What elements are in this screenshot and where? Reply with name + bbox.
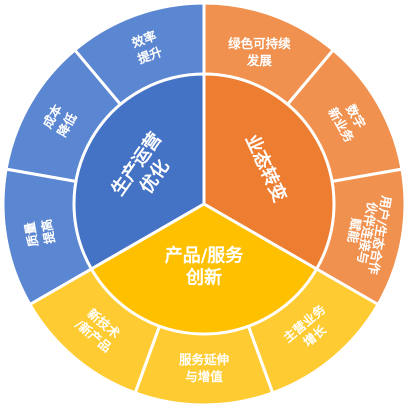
- outer-label-transformation: 绿色可持续发展: [228, 36, 291, 68]
- outer-label-transformation-line: 发展: [246, 53, 273, 68]
- outer-label-innovation: 服务延伸与增值: [179, 352, 229, 384]
- outer-label-operations-line: 提高: [39, 218, 58, 245]
- outer-label-operations-line: 质量: [22, 220, 41, 248]
- inner-segment-transformation: [202, 72, 336, 271]
- outer-label-transformation-line: 绿色可持续: [228, 36, 291, 51]
- outer-label-innovation-line: 服务延伸: [179, 352, 229, 367]
- inner-ring: [72, 72, 336, 336]
- outer-label-innovation-line: 与增值: [185, 369, 223, 384]
- outer-label-operations: 质量提高: [22, 217, 58, 248]
- outer-label-transformation-line: 赋能: [345, 217, 364, 245]
- inner-label-innovation: 产品/服务创新: [165, 244, 245, 288]
- inner-label-innovation-line: 创新: [185, 266, 222, 288]
- inner-label-innovation-line: 产品/服务: [165, 244, 245, 266]
- labels: 生产运营优化业态转变产品/服务创新效率提升成本降低质量提高绿色可持续发展数字新业…: [22, 28, 395, 384]
- inner-segment-operations: [72, 72, 206, 271]
- inner-segment-innovation: [89, 202, 319, 336]
